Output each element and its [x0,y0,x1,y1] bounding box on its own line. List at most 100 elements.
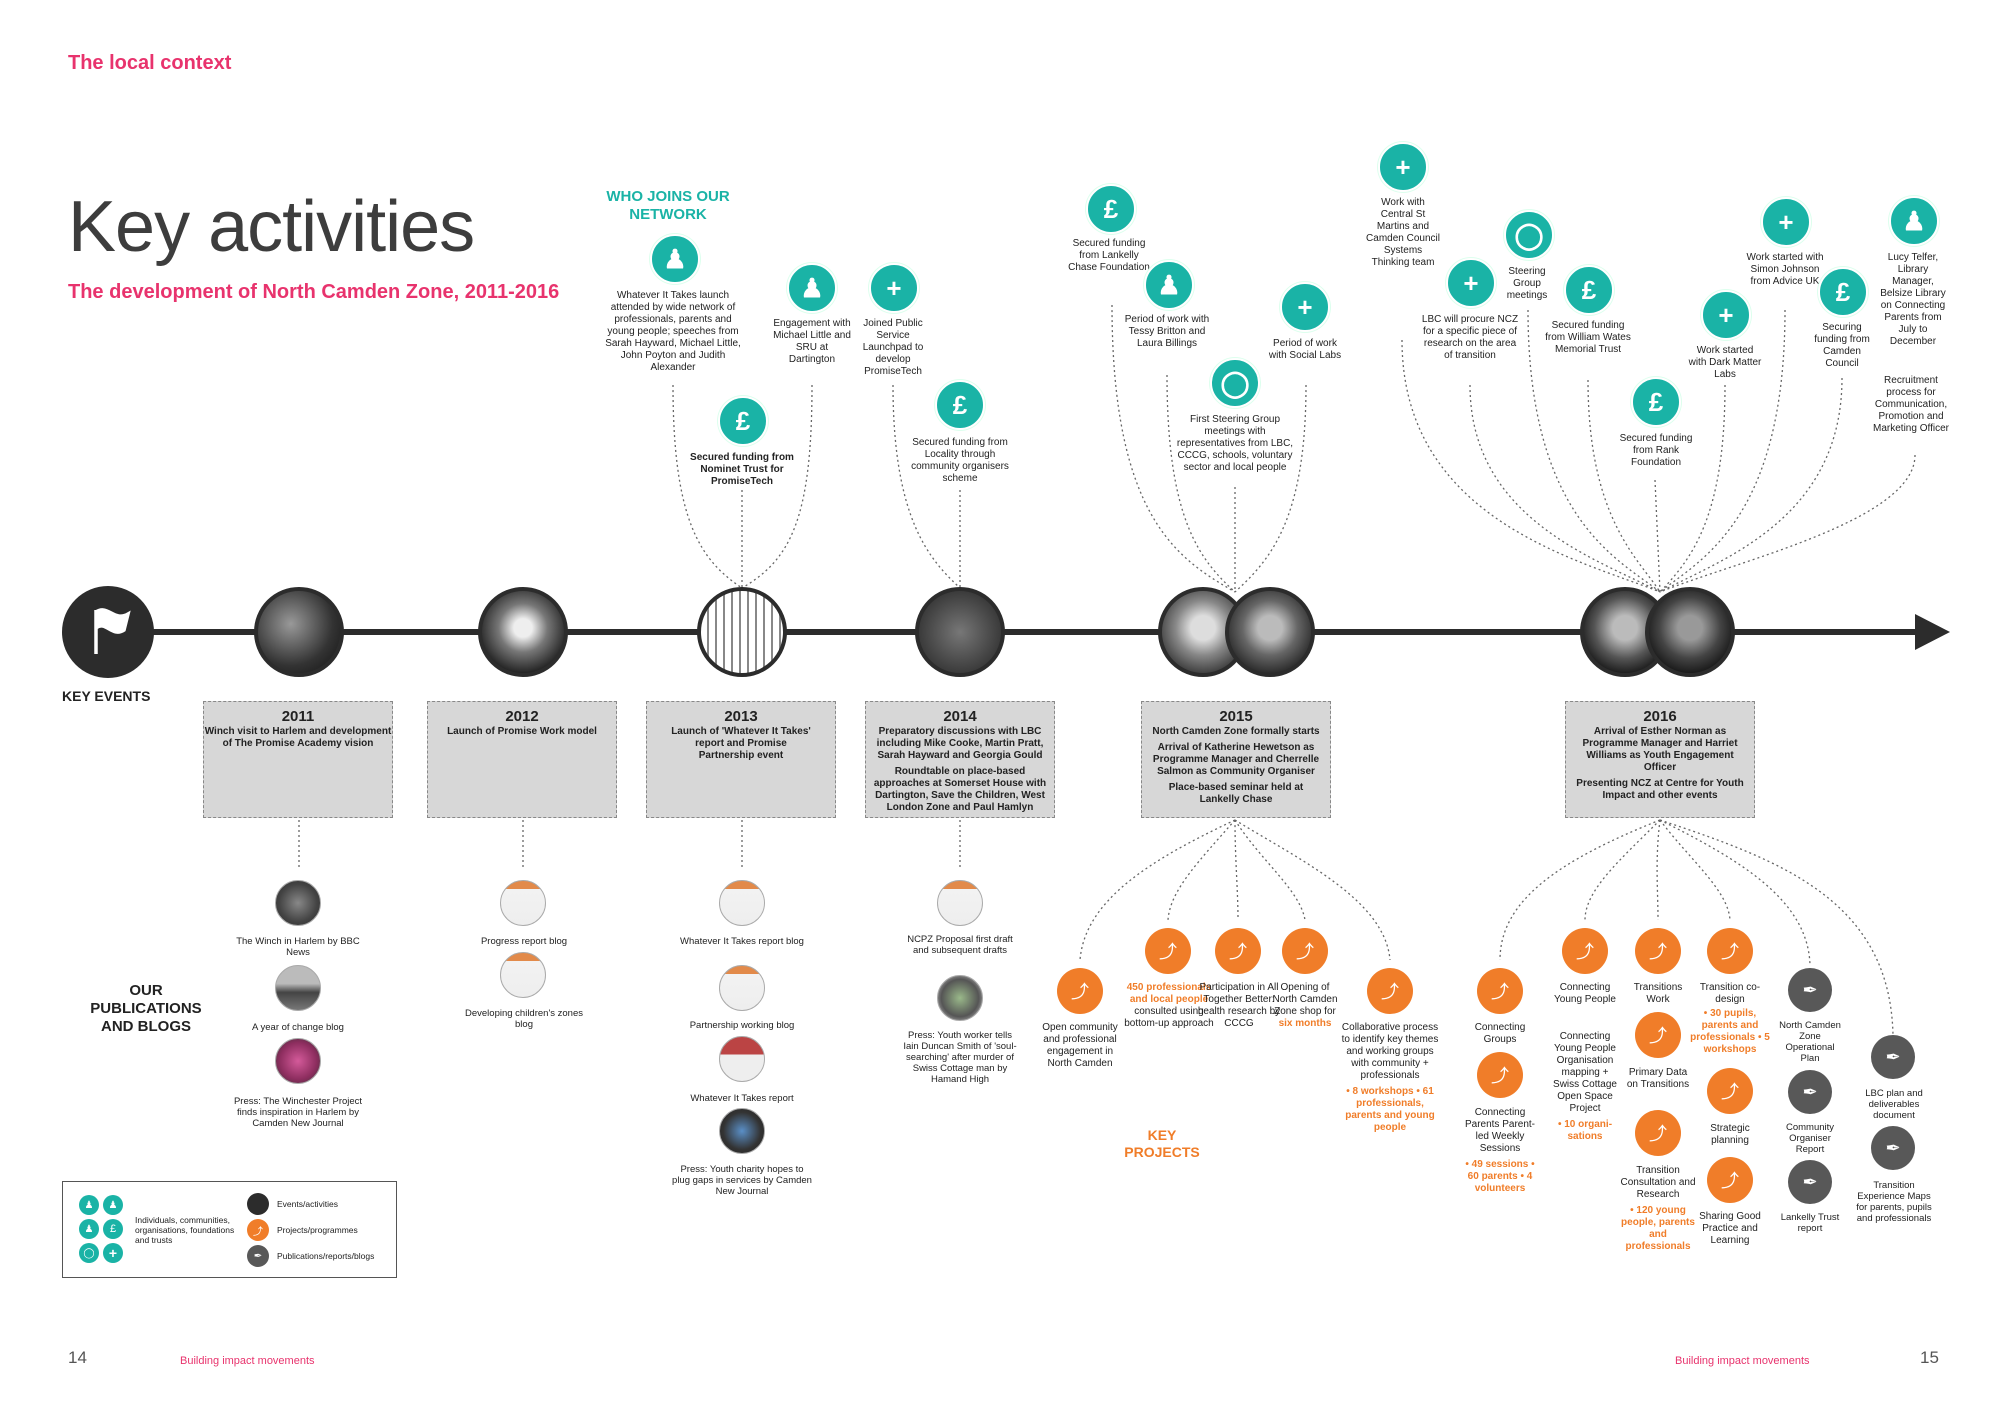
plus-icon: + [1701,290,1751,340]
publication-thumbnail[interactable] [500,952,546,998]
network-text: Period of work with Social Labs [1268,338,1342,361]
section-label: The local context [68,52,232,74]
plus-icon: + [1761,197,1811,247]
publication-text: Developing children's zones blog [465,1008,583,1030]
publication-text: Press: Youth charity hopes to plug gaps … [672,1164,812,1197]
project-item: 450 professionals and local people consu… [1124,982,1214,1030]
legend-pubs-text: Publications/reports/blogs [277,1251,375,1261]
year-text: Arrival of Esther Norman as Programme Ma… [1582,726,1738,773]
running-figures-icon: ⤴ [1477,1052,1523,1098]
running-figures-icon: ⤴ [1282,928,1328,974]
network-text: Securing funding from Camden Council [1814,322,1870,369]
project-item: Connecting Young People Organisation map… [1550,1031,1620,1143]
people-icon: ♟ [79,1195,99,1215]
year-text: Presenting NCZ at Centre for Youth Impac… [1576,778,1744,801]
project-text: Connecting Young People [1554,982,1616,1005]
year-box-2014: 2014 Preparatory discussions with LBC in… [865,701,1055,818]
project-item: Collaborative process to identify key th… [1340,1022,1440,1134]
page-subtitle: The development of North Camden Zone, 20… [68,281,560,303]
running-figures-icon: ⤴ [1707,1157,1753,1203]
project-text: consulted using bottom-up approach [1124,1006,1214,1029]
network-text: Joined Public Service Launchpad to devel… [862,318,924,377]
running-figures-icon: ⤴ [1145,928,1191,974]
year-text: Preparatory discussions with LBC includi… [876,726,1044,761]
project-text: Transition Consultation and Research [1620,1165,1696,1200]
year-label: 2013 [724,708,758,725]
project-highlight: • 120 young people, parents and professi… [1621,1205,1695,1252]
year-label: 2012 [505,708,539,725]
project-text: Transitions Work [1633,982,1683,1005]
project-highlight: • 10 organi-sations [1557,1119,1613,1142]
project-highlight: • 8 workshops • 61 professionals, parent… [1345,1086,1435,1133]
network-text: LBC will procure NCZ for a specific piec… [1421,314,1519,361]
photo-2016-b [1645,587,1735,677]
event-dot-icon [247,1193,269,1215]
network-text: Secured funding from William Wates Memor… [1545,320,1631,355]
publication-text: Whatever It Takes report [690,1093,794,1104]
project-text: Primary Data on Transitions [1626,1067,1690,1090]
publication-text: Press: Youth worker tells Iain Duncan Sm… [903,1030,1017,1085]
pair-icon: ♟ [79,1219,99,1239]
project-text: Strategic planning [1710,1123,1750,1146]
network-text: Recruitment process for Communication, P… [1873,375,1949,434]
publication-text: Partnership working blog [689,1020,795,1031]
publication-thumbnail[interactable] [275,965,321,1011]
plus-icon: + [1446,258,1496,308]
photo-2015-b [1225,587,1315,677]
legend-network-text: Individuals, communities, organisations,… [135,1215,235,1245]
publication-text: Progress report blog [480,936,568,947]
quill-icon: ✒ [1788,1070,1832,1114]
photo-2011 [254,587,344,677]
plus-icon: + [869,263,919,313]
running-figures-icon: ⤴ [1477,968,1523,1014]
publication-text: Whatever It Takes report blog [680,936,804,947]
pound-icon: £ [935,380,985,430]
publication-thumbnail[interactable] [500,880,546,926]
legend: ♟ ♟ ♟ £ ◯ + Individuals, communities, or… [62,1181,397,1278]
publication-thumbnail[interactable] [937,975,983,1021]
pound-icon: £ [718,396,768,446]
publications-label: OUR PUBLICATIONS AND BLOGS [90,982,202,1035]
project-text: Transition co-design [1699,982,1761,1005]
publication-thumbnail[interactable] [275,880,321,926]
year-box-2015: 2015 North Camden Zone formally starts A… [1141,701,1331,818]
report-text: Community Organiser Report [1785,1122,1835,1155]
year-label: 2011 [281,708,315,725]
page-number-right: 15 [1920,1348,1939,1367]
report-text: Lankelly Trust report [1780,1212,1840,1234]
project-item: Transition co-design • 30 pupils, parent… [1690,982,1770,1056]
page-title: Key activities [68,187,475,267]
year-text: North Camden Zone formally starts [1152,726,1320,737]
key-projects-label: KEY PROJECTS [1124,1127,1200,1160]
photo-2014 [915,587,1005,677]
running-figures-icon: ⤴ [247,1219,269,1241]
project-item: Connecting Parents Parent-led Weekly Ses… [1462,1107,1538,1195]
year-text: Arrival of Katherine Hewetson as Program… [1152,742,1320,777]
project-item: Opening of North Camden Zone shop for si… [1272,982,1338,1030]
who-joins-heading: WHO JOINS OUR NETWORK [606,188,730,223]
publication-thumbnail[interactable] [719,1108,765,1154]
project-text: Open community and professional engageme… [1042,1022,1118,1069]
project-highlight: six months [1278,1018,1332,1029]
quill-icon: ✒ [247,1245,269,1267]
legend-events-text: Events/activities [277,1199,338,1209]
publication-thumbnail[interactable] [719,880,765,926]
running-figures-icon: ⤴ [1635,928,1681,974]
wheel-icon: ◯ [1210,358,1260,408]
year-text: Roundtable on place-based approaches at … [873,766,1047,813]
project-text: Opening of North Camden Zone shop for [1272,982,1338,1017]
network-text: First Steering Group meetings with repre… [1176,414,1294,473]
publication-thumbnail[interactable] [719,965,765,1011]
publication-thumbnail[interactable] [275,1038,321,1084]
network-text: Work with Central St Martins and Camden … [1366,197,1440,268]
year-label: 2014 [943,708,977,725]
publication-text: Press: The Winchester Project finds insp… [233,1096,363,1129]
key-events-label: KEY EVENTS [62,688,151,704]
project-text: Participation in All Together Better: he… [1197,982,1281,1029]
year-text: Launch of 'Whatever It Takes' report and… [671,726,811,761]
running-figures-icon: ⤴ [1057,968,1103,1014]
running-figures-icon: ⤴ [1707,928,1753,974]
year-text: Winch visit to Harlem and development of… [204,726,392,749]
publication-thumbnail[interactable] [937,880,983,926]
publication-thumbnail[interactable] [719,1036,765,1082]
